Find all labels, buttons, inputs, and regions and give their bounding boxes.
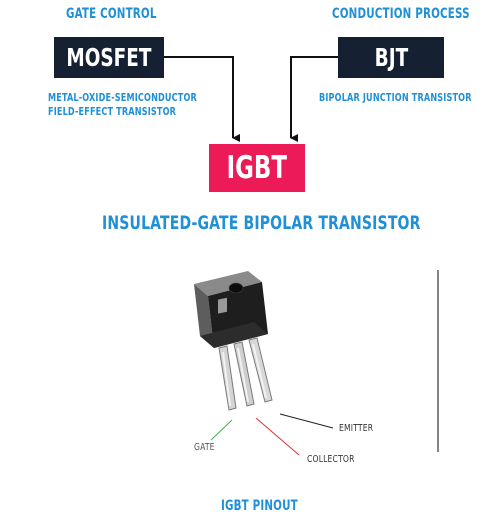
collector-leader-line <box>255 417 300 456</box>
bjt-label: BJT <box>374 43 408 72</box>
gate-leader-line <box>210 419 233 441</box>
mosfet-description-line2: FIELD-EFFECT TRANSISTOR <box>48 105 177 118</box>
igbt-pinout-caption: IGBT PINOUT <box>221 498 298 514</box>
mosfet-box: MOSFET <box>54 37 164 78</box>
emitter-leader-line <box>279 413 334 429</box>
bjt-box: BJT <box>338 37 444 78</box>
emitter-pin-label: EMITTER <box>339 423 374 434</box>
gate-control-header: GATE CONTROL <box>66 6 157 22</box>
collector-pin-label: COLLECTOR <box>307 454 355 465</box>
conduction-process-header: CONDUCTION PROCESS <box>332 6 470 22</box>
bjt-to-igbt-arrow <box>290 56 338 142</box>
igbt-full-name-title: INSULATED-GATE BIPOLAR TRANSISTOR <box>102 212 421 234</box>
mosfet-to-igbt-arrow <box>164 56 240 142</box>
mosfet-label: MOSFET <box>66 43 152 72</box>
bjt-description: BIPOLAR JUNCTION TRANSISTOR <box>319 91 472 104</box>
igbt-label: IGBT <box>226 150 288 186</box>
igbt-box: IGBT <box>209 144 305 192</box>
mosfet-description-line1: METAL-OXIDE-SEMICONDUCTOR <box>48 91 197 104</box>
igbt-package-illustration <box>194 271 273 411</box>
gate-pin-label: GATE <box>194 442 215 453</box>
